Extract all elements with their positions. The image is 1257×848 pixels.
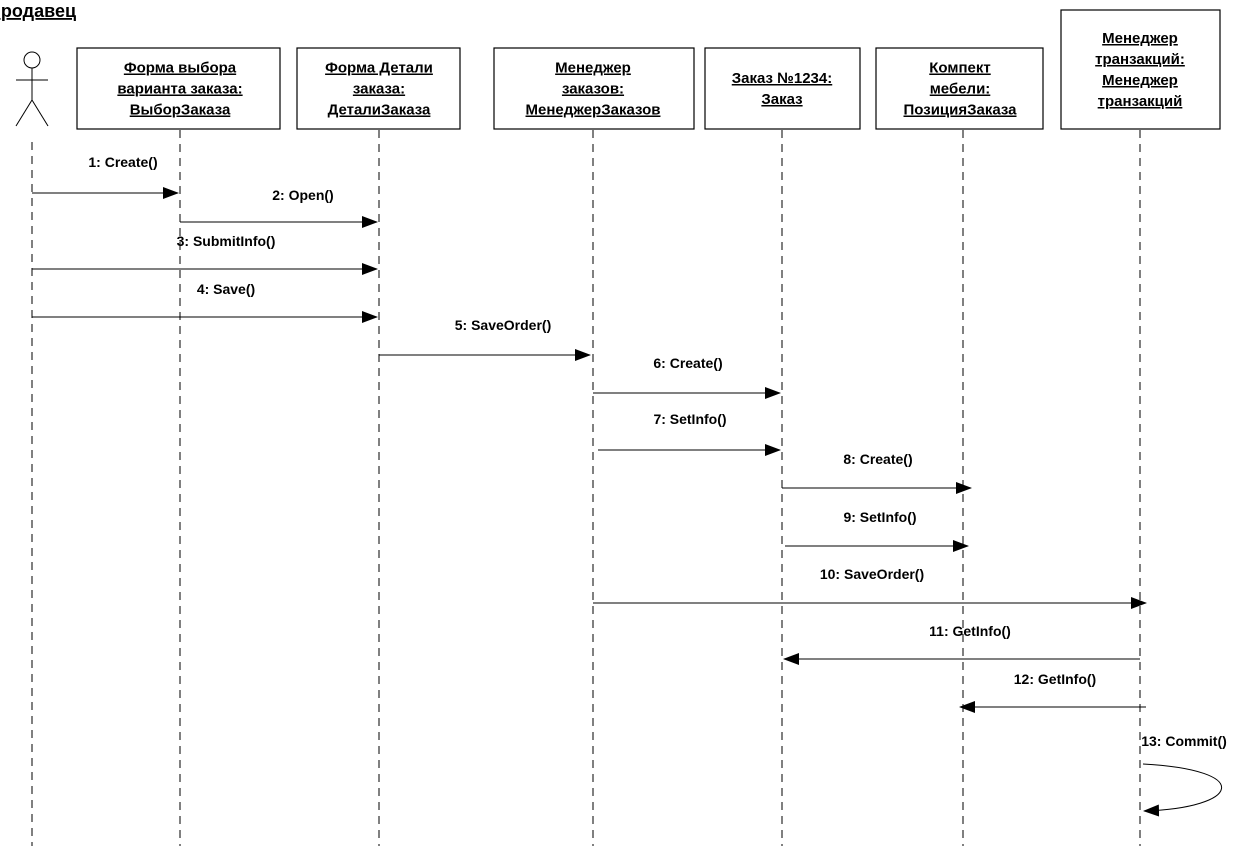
object-label-line: транзакций [1098, 93, 1183, 110]
message-1: 1: Create() [32, 154, 179, 199]
message-5: 5: SaveOrder() [379, 317, 591, 361]
message-11: 11: GetInfo() [783, 623, 1140, 665]
message-label: 11: GetInfo() [929, 623, 1011, 639]
object-label-line: заказа: [353, 81, 405, 98]
object-box-frame [1060, 9, 1221, 130]
object-box-furniture-set: Компект мебели: ПозицияЗаказа [875, 47, 1044, 130]
message-13: 13: Commit() [1141, 733, 1227, 817]
message-label: 7: SetInfo() [653, 411, 726, 427]
message-3: 3: SubmitInfo() [32, 233, 378, 275]
message-label: 2: Open() [272, 187, 333, 203]
message-7: 7: SetInfo() [598, 411, 781, 456]
object-label-line: транзакций: [1095, 51, 1185, 68]
object-label-line: заказов: [562, 81, 624, 98]
object-label-line: ВыборЗаказа [130, 102, 231, 119]
object-label-line: Компект [929, 60, 990, 77]
message-label: 1: Create() [88, 154, 157, 170]
message-label: 8: Create() [843, 451, 912, 467]
object-box-frame [296, 47, 461, 130]
message-12: 12: GetInfo() [959, 671, 1146, 713]
message-2: 2: Open() [180, 187, 378, 228]
message-arrow [1142, 763, 1222, 817]
message-label: 12: GetInfo() [1014, 671, 1096, 687]
message-10: 10: SaveOrder() [593, 566, 1147, 609]
object-label-line: Менеджер [1102, 30, 1178, 47]
actor-name: Продавец [0, 1, 76, 21]
message-label: 6: Create() [653, 355, 722, 371]
message-label: 9: SetInfo() [843, 509, 916, 525]
object-box-form-details: Форма Детали заказа: ДеталиЗаказа [296, 47, 461, 130]
object-label-line: ПозицияЗаказа [904, 102, 1018, 119]
message-label: 13: Commit() [1141, 733, 1227, 749]
object-box-frame [493, 47, 695, 130]
object-label-line: Форма выбора [124, 60, 237, 77]
actor-figure-icon [15, 51, 49, 127]
message-9: 9: SetInfo() [785, 509, 969, 552]
object-label-line: варианта заказа: [117, 81, 242, 98]
object-box-frame [875, 47, 1044, 130]
object-box-frame [76, 47, 281, 130]
message-8: 8: Create() [782, 451, 972, 494]
object-box-form-select: Форма выбора варианта заказа: ВыборЗаказа [76, 47, 281, 130]
object-label-line: Заказ №1234: [732, 70, 832, 87]
message-label: 3: SubmitInfo() [177, 233, 276, 249]
message-label: 4: Save() [197, 281, 255, 297]
object-label-line: мебели: [930, 81, 991, 98]
object-label-line: ДеталиЗаказа [328, 102, 431, 119]
message-6: 6: Create() [593, 355, 781, 399]
message-label: 5: SaveOrder() [455, 317, 551, 333]
message-label: 10: SaveOrder() [820, 566, 924, 582]
message-4: 4: Save() [32, 281, 378, 323]
object-label-line: Форма Детали [325, 60, 433, 77]
object-label-line: Менеджер [555, 60, 631, 77]
object-label-line: МенеджерЗаказов [526, 102, 661, 119]
object-label-line: Заказ [761, 91, 802, 108]
object-box-order-manager: Менеджер заказов: МенеджерЗаказов [493, 47, 695, 130]
object-label-line: Менеджер [1102, 72, 1178, 89]
object-box-transaction-manager: Менеджер транзакций: Менеджер транзакций [1060, 9, 1221, 130]
object-box-frame [704, 47, 861, 130]
object-box-order-1234: Заказ №1234: Заказ [704, 47, 861, 130]
